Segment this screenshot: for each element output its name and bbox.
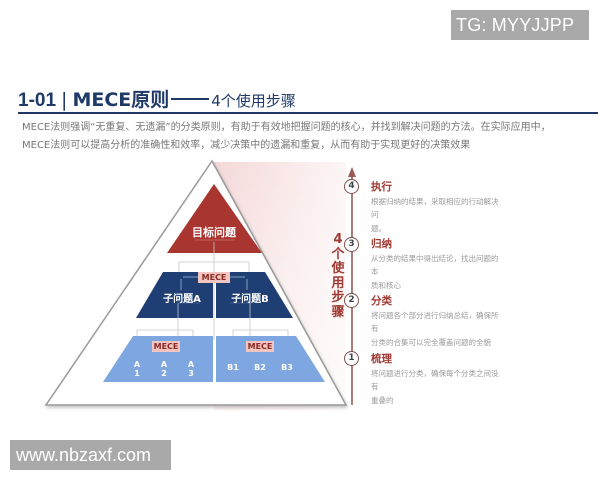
step-desc-line: 从分类的结果中得出结论，找出问题的本 bbox=[371, 254, 499, 276]
mece-tag-bottom-right: MECE bbox=[246, 341, 274, 352]
item-b1: B1 bbox=[227, 363, 239, 372]
title-subtitle: 4个使用步骤 bbox=[211, 92, 296, 110]
intro-paragraph: MECE法则强调“无重复、无遗漏”的分类原则，有助于有效地把握问题的核心，并找到… bbox=[22, 119, 592, 155]
sub-problem-a: 子问题A bbox=[163, 294, 201, 305]
item-a3: A 3 bbox=[185, 360, 197, 378]
item-b3: B3 bbox=[281, 363, 293, 372]
sub-problem-b: 子问题B bbox=[231, 294, 269, 305]
timeline-arrowhead bbox=[348, 167, 356, 177]
title-dash bbox=[171, 98, 210, 100]
vlabel-char: 用 bbox=[331, 275, 345, 291]
title-underline bbox=[18, 112, 598, 114]
step-title: 执行 bbox=[371, 181, 392, 193]
item-a2-number: 2 bbox=[161, 369, 167, 378]
step-1-circle: 1 bbox=[344, 351, 359, 366]
item-a3-number: 3 bbox=[188, 369, 194, 378]
step-2-circle: 2 bbox=[344, 293, 359, 308]
middle-right bbox=[216, 272, 293, 318]
item-a2-letter: A bbox=[160, 360, 168, 369]
step-4-circle: 4 bbox=[344, 179, 359, 194]
step-title: 梳理 bbox=[371, 353, 392, 365]
intro-line-2: MECE法则可以提高分析的准确性和效率，减少决策中的遗漏和重复，从而有助于实现更… bbox=[22, 140, 471, 151]
vlabel-char: 使 bbox=[331, 261, 345, 276]
step-execute: 执行 根据归纳的结果，采取相应的行动解决问 题。 bbox=[371, 180, 501, 235]
section-number: 1-01 bbox=[18, 90, 57, 111]
watermark-top: TG: MYYJJPP bbox=[451, 10, 589, 40]
bottom-right bbox=[216, 336, 325, 382]
intro-line-1: MECE法则强调“无重复、无遗漏”的分类原则，有助于有效地把握问题的核心，并找到… bbox=[22, 122, 551, 133]
step-desc-line: 题。 bbox=[371, 224, 386, 233]
page-title: 1-01 | MECE原则 4个使用步骤 bbox=[18, 85, 296, 111]
bottom-left bbox=[103, 336, 213, 382]
mece-tag-bottom-left: MECE bbox=[152, 341, 180, 352]
step-3-circle: 3 bbox=[344, 237, 359, 252]
vlabel-char: 个 bbox=[331, 246, 345, 262]
step-sort: 梳理 将问题进行分类，确保每个分类之间没有 重叠的 bbox=[371, 352, 501, 407]
vlabel-char: 4 bbox=[333, 232, 343, 247]
step-desc-line: 将问题各个部分进行归纳总结，确保所有 bbox=[371, 311, 499, 333]
step-desc-line: 将问题进行分类，确保每个分类之间没有 bbox=[371, 369, 499, 391]
step-desc-line: 分类的合集可以完全覆盖问题的全貌 bbox=[371, 338, 491, 347]
step-classify: 分类 将问题各个部分进行归纳总结，确保所有 分类的合集可以完全覆盖问题的全貌 bbox=[371, 294, 501, 349]
step-induce: 归纳 从分类的结果中得出结论，找出问题的本 质和核心 bbox=[371, 237, 501, 292]
middle-left bbox=[136, 272, 213, 318]
top-problem-label: 目标问题 bbox=[192, 226, 236, 239]
mece-tag-middle: MECE bbox=[198, 272, 230, 283]
item-a3-letter: A bbox=[187, 360, 195, 369]
item-a1-number: 1 bbox=[134, 369, 140, 378]
step-desc-line: 质和核心 bbox=[371, 281, 401, 290]
top-triangle bbox=[167, 184, 262, 253]
step-title: 归纳 bbox=[371, 238, 392, 250]
item-a2: A 2 bbox=[158, 360, 170, 378]
item-a1-letter: A bbox=[133, 360, 141, 369]
item-a1: A 1 bbox=[131, 360, 143, 378]
step-desc-line: 根据归纳的结果，采取相应的行动解决问 bbox=[371, 197, 499, 219]
vlabel-char: 步 bbox=[331, 290, 345, 305]
item-b2: B2 bbox=[254, 363, 266, 372]
step-desc-line: 重叠的 bbox=[371, 396, 394, 405]
steps-vertical-label: 4 个 使 用 步 骤 bbox=[330, 232, 346, 320]
title-main: MECE原则 bbox=[72, 89, 170, 111]
watermark-bottom: www.nbzaxf.com bbox=[10, 440, 171, 470]
vlabel-char: 骤 bbox=[331, 304, 345, 320]
step-title: 分类 bbox=[371, 295, 392, 307]
title-separator: | bbox=[61, 89, 68, 111]
